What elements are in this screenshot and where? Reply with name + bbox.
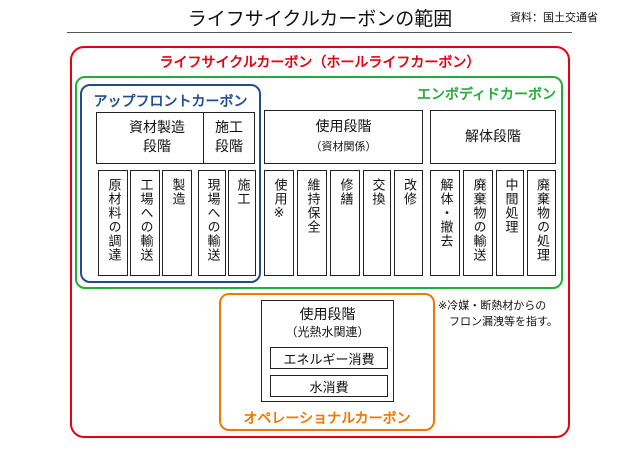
upfront-carbon-region [80, 84, 261, 283]
stage-construction-box: 施工 段階 [203, 112, 255, 164]
footnote-line1: ※冷媒・断熱材からの [438, 299, 547, 312]
stage-demolition-label: 解体段階 [465, 128, 521, 145]
item-demolition-removal: 解体・撤去 [430, 170, 460, 276]
item-maintenance: 維持保全 [297, 170, 327, 276]
item-label: 廃棄物の処理 [534, 178, 549, 262]
footnote: ※冷媒・断熱材からの フロン漏洩等を指す。 [438, 298, 558, 330]
item-transport-to-factory: 工場への輸送 [130, 170, 160, 276]
stage-materials-line2: 段階 [143, 139, 171, 155]
item-replacement: 交換 [363, 170, 391, 276]
page-title: ライフサイクルカーボンの範囲 [187, 8, 453, 30]
item-water-consumption: 水消費 [270, 375, 388, 397]
item-use: 使用※ [264, 170, 294, 276]
embodied-carbon-region [75, 76, 563, 289]
item-label: 廃棄物の輸送 [470, 178, 486, 262]
item-repair: 修繕 [330, 170, 360, 276]
item-label: 修繕 [337, 178, 353, 206]
item-construction-work: 施工 [228, 170, 256, 276]
item-transport-to-site: 現場への輸送 [198, 170, 226, 276]
source-note: 資料：国土交通省 [510, 11, 598, 24]
stage-use-box: 使用段階 （資材関係） [264, 110, 423, 164]
lifecycle-carbon-region [70, 46, 570, 438]
embodied-carbon-label: エンボディドカーボン [416, 87, 556, 103]
item-label: 解体・撤去 [437, 178, 453, 248]
item-label: 水消費 [309, 380, 349, 396]
stage-use-line2: （資材関係） [310, 140, 377, 153]
item-label: 施工 [234, 178, 250, 206]
stage-materials-line1: 資材製造 [129, 120, 185, 136]
item-waste-disposal: 廃棄物の処理 [527, 170, 556, 276]
stage-construction-line1: 施工 [215, 120, 243, 136]
item-label: エネルギー消費 [283, 352, 375, 368]
item-waste-transport: 廃棄物の輸送 [463, 170, 493, 276]
item-energy-consumption: エネルギー消費 [270, 347, 388, 369]
item-label: 中間処理 [502, 178, 518, 234]
operational-carbon-label: オペレーショナルカーボン [243, 411, 411, 427]
item-label: 維持保全 [304, 178, 320, 234]
item-manufacturing: 製造 [162, 170, 192, 276]
stage-use-energy-line1: 使用段階 [299, 307, 356, 323]
stage-use-line1: 使用段階 [315, 119, 372, 135]
upfront-carbon-label: アップフロントカーボン [93, 94, 248, 110]
title-divider [67, 32, 572, 33]
item-renovation: 改修 [394, 170, 423, 276]
item-label: 工場への輸送 [137, 178, 153, 262]
item-intermediate-treatment: 中間処理 [496, 170, 524, 276]
item-label: 原材料の調達 [105, 178, 121, 262]
item-label: 現場への輸送 [204, 178, 220, 262]
lifecycle-carbon-label: ライフサイクルカーボン（ホールライフカーボン） [159, 55, 481, 71]
item-raw-material-procurement: 原材料の調達 [98, 170, 128, 276]
item-label: 改修 [401, 178, 416, 206]
stage-demolition-box: 解体段階 [430, 110, 556, 164]
operational-carbon-region [219, 293, 435, 431]
stage-use-energy-line2: （光熱水関連） [285, 325, 370, 339]
footnote-line2: フロン漏洩等を指す。 [449, 315, 558, 328]
item-label: 製造 [169, 178, 185, 206]
item-label: 使用※ [271, 178, 287, 222]
stage-construction-line2: 段階 [215, 139, 243, 155]
item-label: 交換 [369, 178, 385, 206]
stage-materials-box: 資材製造 段階 [96, 112, 218, 164]
